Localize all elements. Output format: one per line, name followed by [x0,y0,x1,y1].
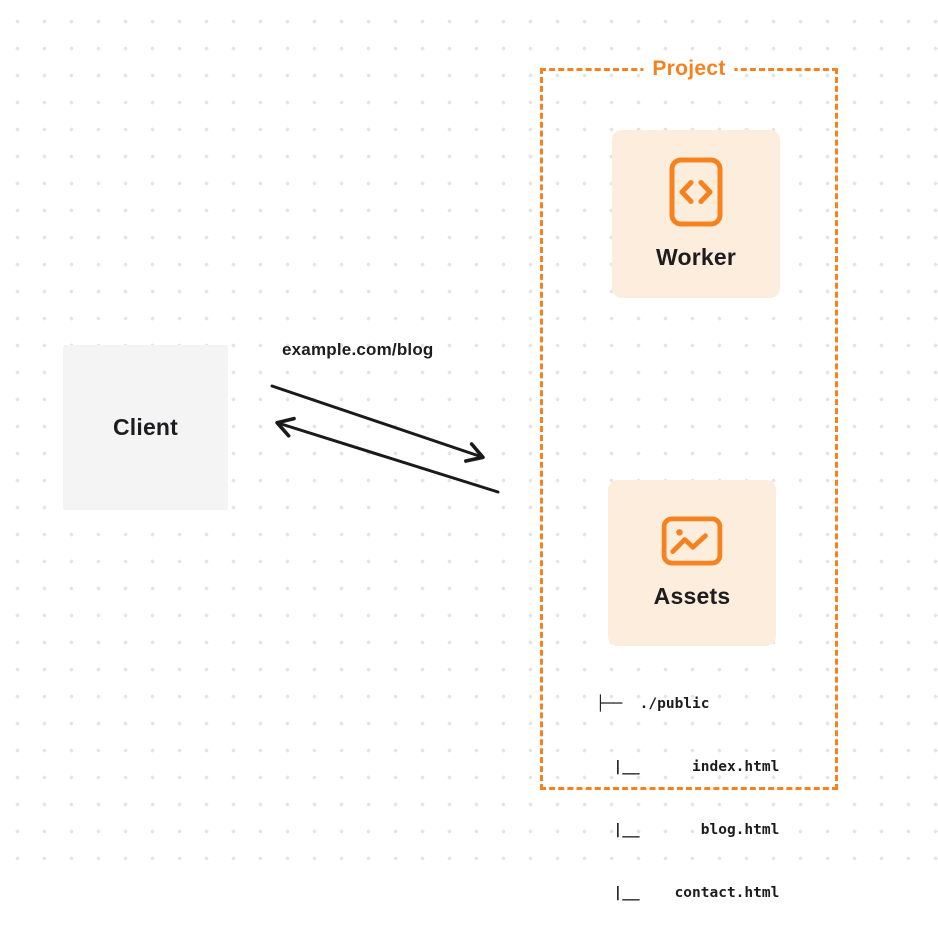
diagram-canvas: Client example.com/blog Project Worker [0,0,938,901]
file-tree-line: ├── ./public [596,696,710,712]
project-group: Project Worker Assets ├── ./public |__ i… [540,56,838,901]
response-arrow [275,416,500,494]
assets-label: Assets [653,583,731,609]
request-url-label: example.com/blog [282,340,434,359]
image-icon [661,516,723,566]
worker-node: Worker [612,130,780,298]
client-node: Client [63,345,228,510]
assets-file-tree: ├── ./public |__ index.html |__ blog.htm… [596,652,779,946]
assets-node: Assets [608,480,776,646]
request-arrow [270,384,485,463]
project-label: Project [643,56,735,82]
file-tree-line: |__ contact.html [596,885,780,901]
client-label: Client [112,414,179,440]
file-tree-line: |__ index.html [596,759,780,775]
file-tree-line: |__ blog.html [596,822,780,838]
code-brackets-icon [669,157,723,227]
worker-label: Worker [655,244,737,270]
